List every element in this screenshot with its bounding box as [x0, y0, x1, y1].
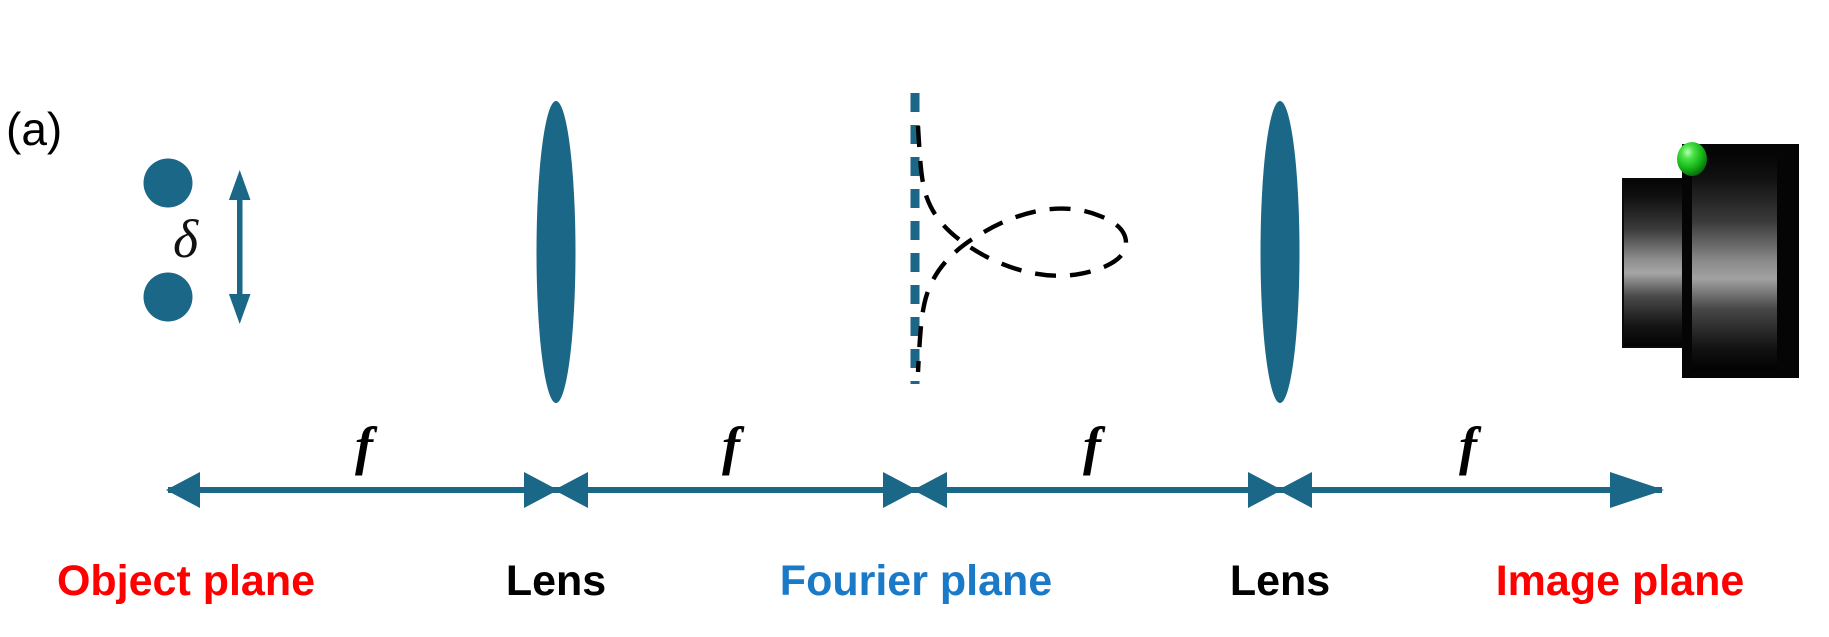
focal-label-lens1-to-fourier: f	[722, 416, 740, 476]
object-point-source-bottom	[143, 272, 193, 322]
camera-status-led	[1677, 142, 1707, 176]
panel-label: (a)	[6, 103, 63, 155]
focal-label-object-to-lens1: f	[355, 416, 373, 476]
plane-label-object-plane: Object plane	[56, 557, 316, 605]
focal-label-fourier-to-lens2: f	[1083, 416, 1101, 476]
fourier-plane-gaussian-profile	[915, 125, 1129, 373]
separation-double-arrow	[228, 170, 251, 324]
lens-2-ellipse	[1260, 101, 1300, 403]
plane-label-lens-2: Lens	[1229, 557, 1331, 605]
plane-label-lens-1: Lens	[505, 557, 607, 605]
camera-detector	[1622, 142, 1799, 378]
separation-symbol-delta: δ	[173, 209, 199, 269]
object-plane-point-sources	[143, 158, 193, 322]
plane-label-fourier-plane: Fourier plane	[779, 557, 1053, 605]
lens-1-ellipse	[536, 101, 576, 403]
plane-label-image-plane: Image plane	[1495, 557, 1745, 605]
focal-distance-arrow-axis	[166, 472, 1664, 508]
object-point-source-top	[143, 158, 193, 208]
focal-label-lens2-to-image: f	[1459, 416, 1477, 476]
